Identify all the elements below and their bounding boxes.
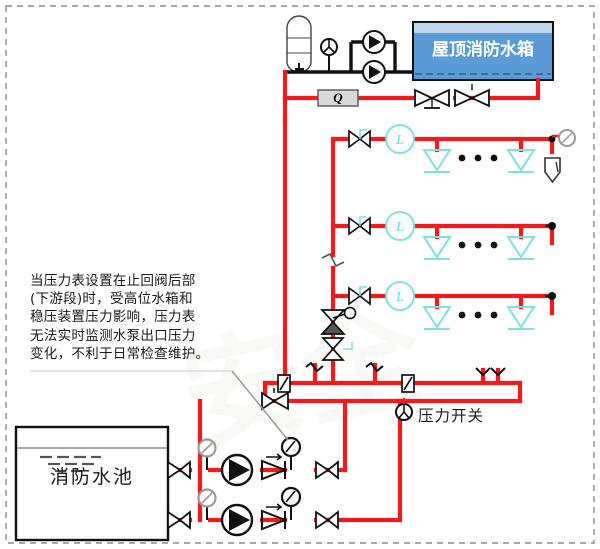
flow-meter-label: Q [333,90,343,105]
ellipsis-dots-3 [458,311,498,319]
end-cap-2 [545,222,556,230]
flow-meter-q: Q [317,89,359,107]
end-cap-3 [545,292,556,300]
flow-indicator-2: L [385,211,415,241]
end-of-line-test-device [544,129,576,184]
branch-valve-1 [348,129,371,149]
flex-joint-left [277,374,291,393]
roof-tank [412,21,554,81]
branch-valve-2 [348,216,371,236]
stabilizer-pump-lower [362,60,386,84]
vent-squiggle-1 [305,361,324,373]
pressure-switch-label: 压力开关 [418,407,485,425]
flow-indicator-1: L [385,124,415,154]
flex-joint-right [401,374,415,393]
pump-line-2 [167,486,339,537]
signal-butterfly-valve [320,306,357,335]
roof-tank-label: 屋顶消防水箱 [432,40,534,60]
sprinkler-head-2a [422,236,452,260]
hydrant-outlet-1 [475,367,491,377]
sprinkler-head-3b [506,306,536,330]
flow-indicator-3: L [385,281,415,311]
flow-indicator-label-3: L [395,290,404,305]
gate-valve-top-1 [414,88,450,109]
fire-water-pool [14,425,170,542]
sprinkler-head-1a [422,149,452,173]
pump-line-1 [167,436,339,487]
sprinkler-head-3a [422,306,452,330]
annotation-leader-line [30,370,289,441]
sprinkler-head-2b [506,236,536,260]
diagram-border [5,5,595,544]
pipe-break-symbol [321,252,345,268]
branch-valve-3 [348,286,371,306]
manifold-isolation-valve [261,388,289,411]
fire-pool-label: 消防水池 [49,466,134,488]
stabilizer-pump-upper [362,30,386,54]
ellipsis-dots-2 [458,241,498,249]
flow-indicator-label-2: L [395,220,404,235]
pressure-switch-gauge-top [320,38,338,72]
vent-squiggle-2 [365,361,384,373]
ellipsis-dots-1 [458,154,498,162]
annotation-text: 当压力表设置在止回阀后部 (下游段)时，受高位水箱和 稳压装置压力影响，压力表 … [30,273,210,362]
gate-valve-top-2 [454,84,490,108]
sprinkler-head-1b [506,149,536,173]
alarm-check-valve [321,337,353,361]
pressure-vessel [286,15,312,73]
pressure-switch-symbol [395,398,413,421]
hydrant-outlet-2 [490,367,506,377]
flow-indicator-label-1: L [395,133,404,148]
